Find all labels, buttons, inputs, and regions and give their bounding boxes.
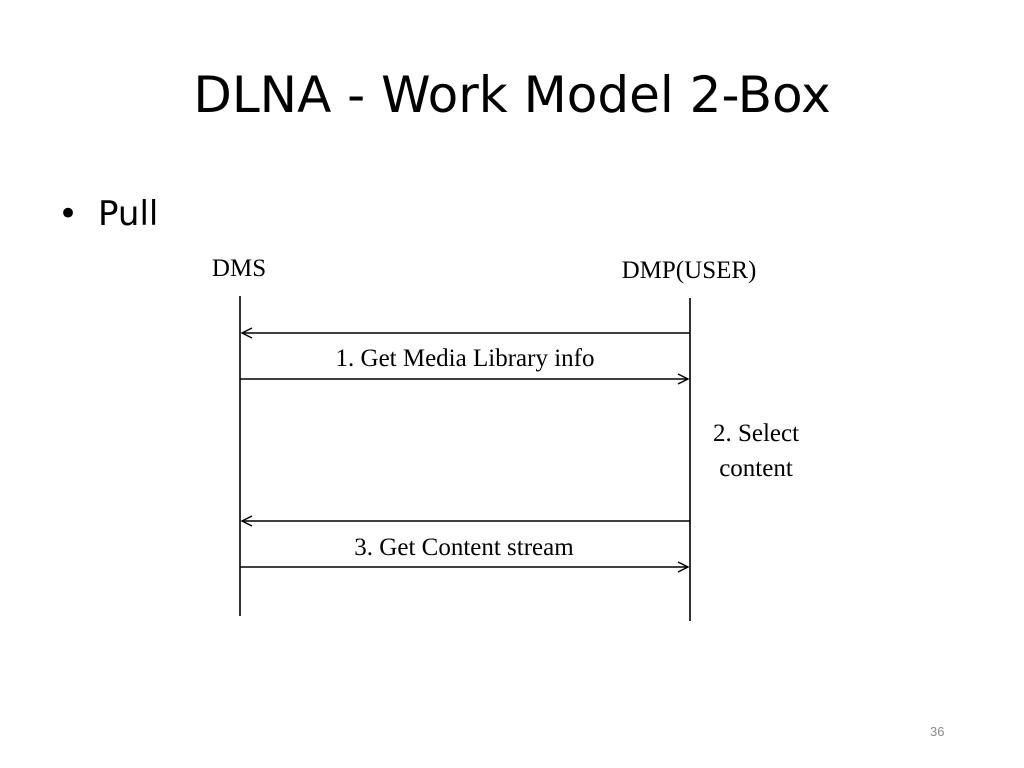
slide-number: 36 <box>930 724 945 739</box>
side-note-line-1: 2. Select <box>713 420 799 447</box>
message-3-label: 3. Get Content stream <box>354 534 574 561</box>
bullet-point-icon: • <box>58 194 79 234</box>
bullet-text: Pull <box>98 194 159 234</box>
side-note-line-2: content <box>719 455 793 482</box>
message-1-label: 1. Get Media Library info <box>336 345 595 372</box>
bullet-item: • Pull <box>58 190 158 238</box>
arrowhead-right-icon <box>677 561 690 573</box>
actor-label-dmp: DMP(USER) <box>622 257 757 284</box>
slide-title: DLNA - Work Model 2-Box <box>193 66 831 124</box>
arrowhead-left-icon <box>240 327 253 339</box>
arrowhead-right-icon <box>677 373 690 385</box>
actor-label-dms: DMS <box>212 255 266 282</box>
arrowhead-left-icon <box>240 515 253 527</box>
